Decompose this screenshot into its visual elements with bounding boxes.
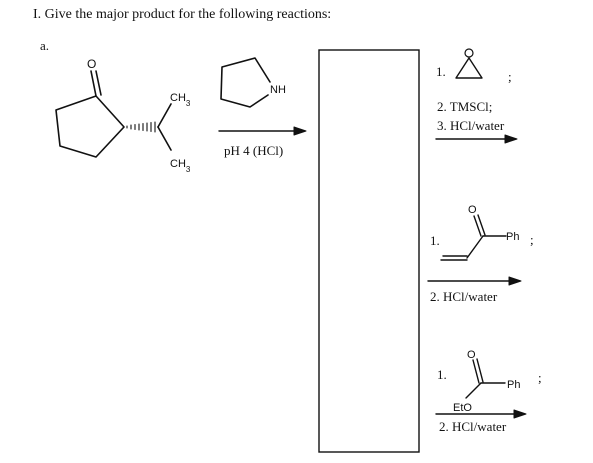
pyrrolidine-ring <box>220 57 271 108</box>
p3-step1-number: 1. <box>437 367 447 382</box>
p3-oxygen: O <box>467 349 476 361</box>
isopropyl-bond-bottom <box>157 126 172 151</box>
p3-ph-label: Ph <box>507 379 520 391</box>
p1-step1-separator: ; <box>508 69 512 84</box>
carbonyl-oxygen: O <box>87 57 96 71</box>
p2-step1-number: 1. <box>430 233 440 248</box>
p2-separator: ; <box>530 232 534 247</box>
p2-ph-label: Ph <box>506 231 519 243</box>
p3-eto-label: EtO <box>453 402 472 414</box>
cyclopentane-ring <box>55 95 125 158</box>
epoxide-icon <box>455 48 483 79</box>
carbonyl-bond-1 <box>90 70 97 97</box>
vinyl-ketone-structure <box>440 214 507 261</box>
pyrrolidine-reagent: NH <box>220 57 286 108</box>
methyl-top-label: CH3 <box>170 92 191 108</box>
answer-box[interactable] <box>318 49 420 453</box>
p1-step1-number: 1. <box>436 64 446 79</box>
part-label: a. <box>40 38 49 53</box>
reaction-arrow-2 <box>435 134 518 144</box>
p2-step2: 2. HCl/water <box>430 289 498 304</box>
condition-ph4: pH 4 (HCl) <box>224 143 283 158</box>
reaction-arrow-4 <box>435 409 527 419</box>
reaction-arrow-3 <box>427 276 522 286</box>
p3-separator: ; <box>538 370 542 385</box>
pathway-2: 1. O Ph ; 2. HCl/water <box>427 204 534 304</box>
reaction-arrow-1 <box>218 126 307 136</box>
hashed-wedge-bond <box>126 121 156 133</box>
question-title: I. Give the major product for the follow… <box>33 7 331 22</box>
carbonyl-bond-2 <box>95 70 102 96</box>
starting-material: O CH3 CH3 <box>55 57 191 174</box>
ester-structure <box>465 358 506 399</box>
p1-step3: 3. HCl/water <box>437 118 505 133</box>
pathway-3: 1. O Ph ; EtO 2. HCl/water <box>435 349 542 434</box>
pyrrolidine-nh-label: NH <box>270 84 286 96</box>
pathway-1: 1. ; 2. TMSCl; 3. HCl/water <box>435 48 518 144</box>
p2-oxygen: O <box>468 204 477 216</box>
isopropyl-bond-top <box>157 103 172 128</box>
p3-step2: 2. HCl/water <box>439 419 507 434</box>
methyl-bottom-label: CH3 <box>170 158 191 174</box>
p1-step2: 2. TMSCl; <box>437 99 492 114</box>
